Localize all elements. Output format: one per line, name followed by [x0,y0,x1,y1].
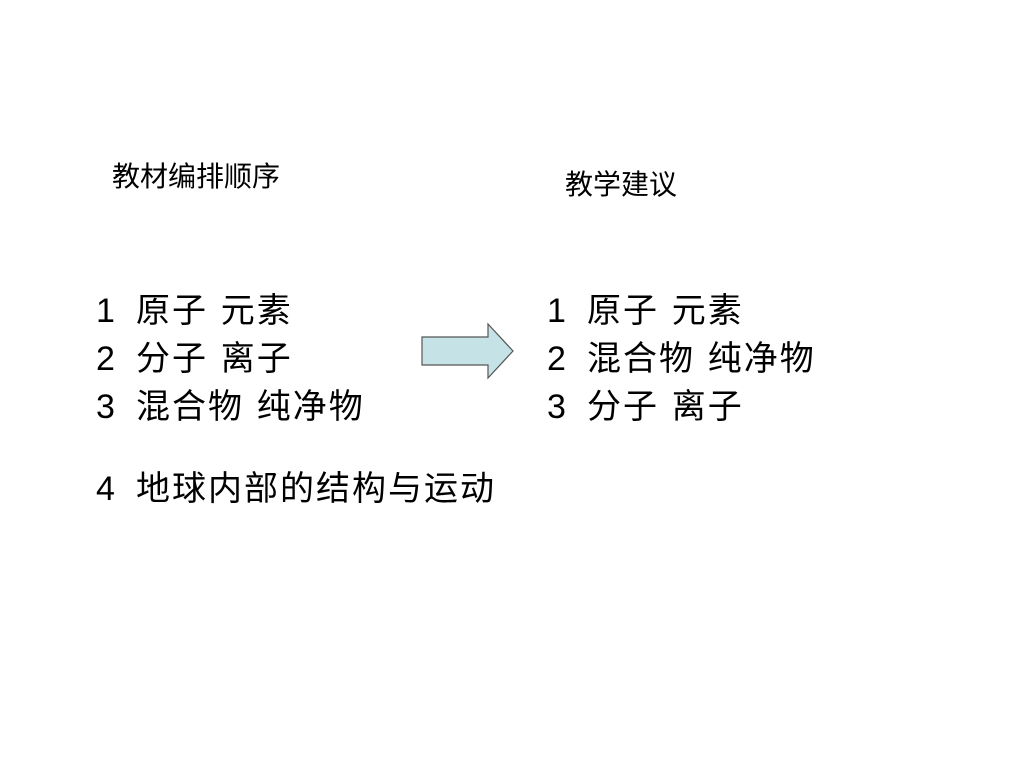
item-number: 2 [547,340,566,378]
textbook-order-list: 1 原子 元素 2 分子 离子 3 混合物 纯净物 [96,287,365,431]
item-number: 3 [96,388,115,426]
left-heading: 教材编排顺序 [112,160,281,193]
item-text: 原子 元素 [136,291,293,331]
item-text: 分子 离子 [587,387,744,427]
list-item: 2 混合物 纯净物 [547,335,816,383]
item-text: 分子 离子 [136,339,293,379]
list-item: 3 分子 离子 [547,383,816,431]
item-number: 4 [96,470,115,508]
item-text: 原子 元素 [587,291,744,331]
item-number: 3 [547,388,566,426]
item-number: 1 [547,292,566,330]
teaching-suggestion-list: 1 原子 元素 2 混合物 纯净物 3 分子 离子 [547,287,816,431]
right-heading: 教学建议 [565,168,678,201]
item-text: 地球内部的结构与运动 [136,469,496,509]
item-number: 2 [96,340,115,378]
item-text: 混合物 纯净物 [136,387,365,427]
extra-list-item: 4 地球内部的结构与运动 [96,465,496,513]
right-arrow-icon [421,322,514,380]
item-number: 1 [96,292,115,330]
list-item: 3 混合物 纯净物 [96,383,365,431]
list-item: 1 原子 元素 [96,287,365,335]
list-item: 2 分子 离子 [96,335,365,383]
list-item: 1 原子 元素 [547,287,816,335]
item-text: 混合物 纯净物 [587,339,816,379]
